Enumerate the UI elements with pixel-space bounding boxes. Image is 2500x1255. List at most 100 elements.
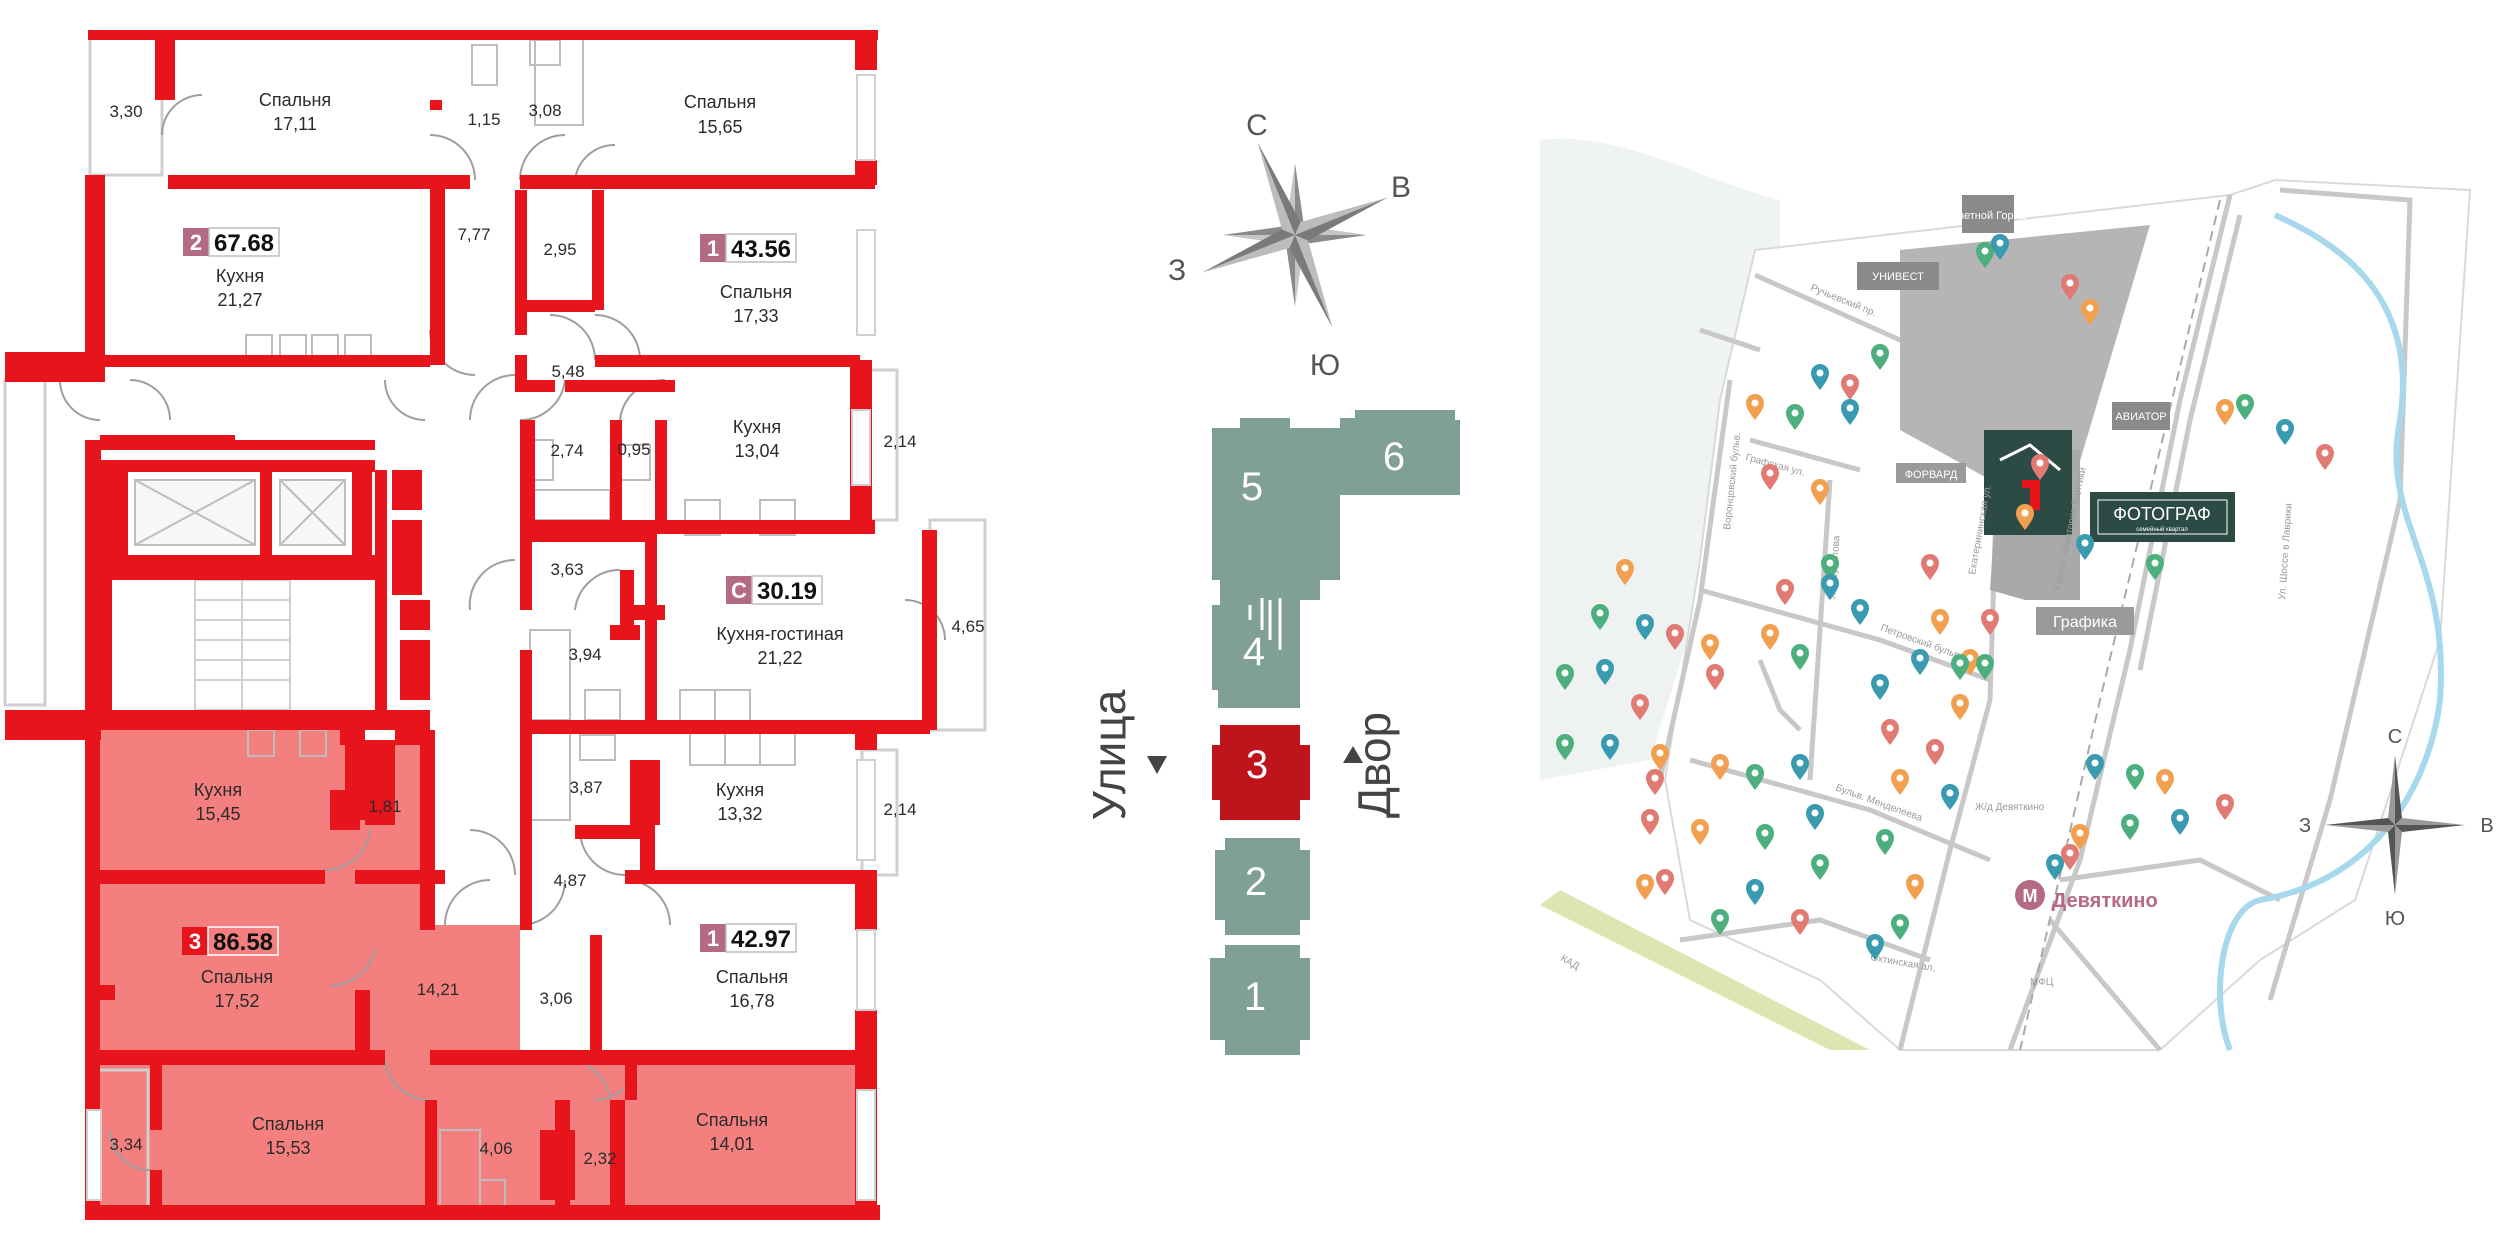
- map-pin-icon: [1871, 344, 1889, 370]
- room-area: 14,21: [417, 980, 460, 999]
- compass-south: Ю: [1310, 349, 1340, 382]
- section-number: 1: [1244, 975, 1266, 1019]
- map-pin-dot: [1716, 914, 1724, 922]
- section-5[interactable]: 5: [1212, 418, 1340, 590]
- apartment-badge[interactable]: 1 43.56: [700, 233, 797, 263]
- map-pin-icon: [1811, 479, 1829, 505]
- map-compass: С В Ю З: [2299, 726, 2494, 930]
- map-pin-dot: [2321, 449, 2329, 457]
- map-pin-icon: [1616, 559, 1634, 585]
- place-label[interactable]: ФОРВАРД: [1896, 463, 1966, 483]
- map-pin-dot: [2021, 509, 2029, 517]
- compass-west: З: [1168, 254, 1186, 287]
- map-pin-icon: [1911, 649, 1929, 675]
- map-pin-icon: [2121, 814, 2139, 840]
- map-pin-dot: [1996, 239, 2004, 247]
- place-label[interactable]: Графика: [2036, 607, 2134, 635]
- room-area: 17,11: [273, 114, 317, 134]
- location-map[interactable]: УНИВЕСТ Цветной Город ФОРВАРД АВИАТОР Гр…: [1540, 125, 2500, 1055]
- room-area: 3,94: [568, 645, 601, 664]
- map-pin-dot: [1856, 604, 1864, 612]
- room-area: 13,32: [717, 804, 762, 824]
- map-pin-dot: [2066, 279, 2074, 287]
- map-pin-dot: [1601, 664, 1609, 672]
- room-name: Спальня: [259, 90, 331, 110]
- map-pin-dot: [1826, 559, 1834, 567]
- map-pin-dot: [2076, 829, 2084, 837]
- place-label[interactable]: Цветной Город: [1950, 195, 2026, 233]
- section-1[interactable]: 1: [1210, 945, 1310, 1055]
- brand-logo[interactable]: ФОТОГРАФ семейный квартал: [2090, 492, 2235, 542]
- map-pin-dot: [1926, 559, 1934, 567]
- map-pin-icon: [1656, 869, 1674, 895]
- map-pin-dot: [1876, 349, 1884, 357]
- room-area: 0,95: [617, 440, 650, 459]
- section-6[interactable]: 6: [1340, 410, 1460, 495]
- roads: [1657, 187, 2413, 1052]
- map-pin-dot: [1661, 874, 1669, 882]
- walls: [5, 30, 937, 1220]
- map-pin-icon: [1891, 914, 1909, 940]
- section-scheme: 5 6 4 3 2 1 Улица Двор: [1083, 410, 1460, 1055]
- map-pin-icon: [1791, 909, 1809, 935]
- map-pin-icon: [1841, 399, 1859, 425]
- place-label[interactable]: АВИАТОР: [2112, 402, 2170, 430]
- map-pin-dot: [2081, 539, 2089, 547]
- apartment-badge[interactable]: С 30.19: [726, 575, 823, 605]
- section-4[interactable]: 4: [1212, 590, 1320, 708]
- map-pin-icon: [1761, 624, 1779, 650]
- svg-text:УНИВЕСТ: УНИВЕСТ: [1872, 271, 1924, 283]
- map-pin-icon: [1811, 854, 1829, 880]
- map-pin-dot: [1766, 629, 1774, 637]
- map-pin-icon: [2126, 764, 2144, 790]
- room-area: 17,52: [214, 991, 259, 1011]
- apartment-badge[interactable]: 1 42.97: [700, 923, 797, 953]
- map-pin-icon: [1881, 719, 1899, 745]
- map-compass-west: З: [2299, 815, 2311, 837]
- room-area: 15,53: [265, 1138, 310, 1158]
- room-area: 21,22: [757, 648, 802, 668]
- map-pin-icon: [1556, 734, 1574, 760]
- map-pin-dot: [2131, 769, 2139, 777]
- map-pin-dot: [1766, 469, 1774, 477]
- map-pin-dot: [1791, 409, 1799, 417]
- room-area: 21,27: [217, 290, 262, 310]
- room-area: 1,81: [368, 797, 401, 816]
- room-name: Спальня: [720, 282, 792, 302]
- map-pin-icon: [1811, 364, 1829, 390]
- section-2[interactable]: 2: [1215, 838, 1310, 935]
- room-area: 14,01: [709, 1134, 754, 1154]
- map-pin-dot: [1931, 744, 1939, 752]
- room-area: 4,87: [553, 871, 586, 890]
- map-pin-icon: [1841, 374, 1859, 400]
- room-name: Кухня: [733, 417, 781, 437]
- map-pin-dot: [1796, 914, 1804, 922]
- map-pin-icon: [1921, 554, 1939, 580]
- place-label[interactable]: УНИВЕСТ: [1857, 262, 1939, 290]
- apartment-badge[interactable]: 3 86.58: [182, 926, 279, 956]
- room-area: 1,15: [467, 110, 500, 129]
- map-pin-dot: [2281, 424, 2289, 432]
- apartment-badge[interactable]: 2 67.68: [183, 227, 280, 257]
- map-pin-icon: [1636, 614, 1654, 640]
- map-pin-dot: [1981, 659, 1989, 667]
- badge-rooms: С: [731, 578, 747, 603]
- map-pin-dot: [2086, 304, 2094, 312]
- section-3[interactable]: 3: [1212, 725, 1310, 820]
- svg-text:ФОТОГРАФ: ФОТОГРАФ: [2113, 504, 2211, 524]
- map-pin-dot: [2221, 799, 2229, 807]
- selected-apartment[interactable]: [88, 730, 870, 1215]
- map-pin-dot: [1751, 884, 1759, 892]
- map-pin-dot: [1646, 814, 1654, 822]
- map-pin-dot: [1621, 564, 1629, 572]
- map-pin-dot: [1816, 859, 1824, 867]
- map-compass-north: С: [2388, 726, 2402, 748]
- metro-station[interactable]: M Девяткино: [2015, 880, 2158, 912]
- map-pin-dot: [1916, 654, 1924, 662]
- map-pin-icon: [2076, 534, 2094, 560]
- room-name: Кухня: [216, 266, 264, 286]
- map-pin-icon: [1596, 659, 1614, 685]
- room-area: 3,34: [109, 1135, 142, 1154]
- room-area: 4,65: [951, 617, 984, 636]
- street-label: Улица: [1083, 689, 1135, 820]
